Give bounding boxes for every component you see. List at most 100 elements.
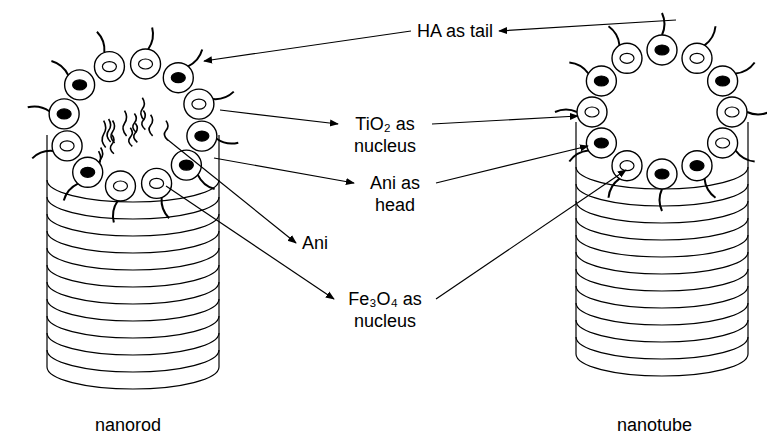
- fe3o4-nucleus: [620, 53, 634, 63]
- ani-head: [647, 35, 677, 65]
- ani-head: [586, 66, 616, 96]
- ani-head: [94, 52, 124, 82]
- ha-tail: [148, 28, 153, 50]
- tio2-nucleus: [655, 169, 669, 179]
- stack-ring: [576, 201, 748, 223]
- stack-ring: [576, 320, 748, 342]
- stack-ring: [47, 231, 219, 253]
- ani-strand: [149, 115, 153, 136]
- leader-line: [436, 170, 626, 299]
- tio2-nucleus: [716, 76, 730, 86]
- ha-tail: [97, 32, 105, 53]
- ani-head: [131, 49, 161, 79]
- leader-line: [220, 110, 338, 124]
- fe3o4-nucleus: [150, 178, 164, 188]
- fe3o4-nucleus: [102, 62, 116, 72]
- stack-ring: [47, 282, 219, 304]
- ani-strand: [123, 111, 127, 136]
- ani-head: [708, 128, 738, 158]
- part-label: Fe₃O₄ as nucleus: [340, 288, 430, 332]
- fe3o4-nucleus: [60, 141, 74, 151]
- ha-tail: [217, 139, 239, 144]
- tio2-nucleus: [57, 109, 71, 119]
- stack-ring: [47, 248, 219, 270]
- ani-head: [73, 157, 103, 187]
- ani-head: [163, 63, 193, 93]
- ani-strand: [107, 119, 111, 142]
- stack-ring: [47, 214, 219, 236]
- tio2-nucleus: [594, 76, 608, 86]
- ani-head: [52, 131, 82, 161]
- fe3o4-nucleus: [690, 53, 704, 63]
- top-face: [47, 47, 219, 203]
- fe3o4-nucleus: [585, 107, 599, 117]
- stack-ring: [47, 333, 219, 355]
- ani-head: [577, 97, 607, 127]
- ha-tail: [32, 151, 53, 159]
- ani-head: [586, 128, 616, 158]
- stack-ring: [576, 218, 748, 240]
- ha-tail: [736, 63, 755, 74]
- tio2-nucleus: [690, 161, 704, 171]
- ani-head: [105, 171, 135, 201]
- ani-head: [682, 43, 712, 73]
- stack-ring: [47, 197, 219, 219]
- ani-strand: [141, 98, 145, 120]
- ani-head: [65, 70, 95, 100]
- stack-ring: [576, 303, 748, 325]
- fe3o4-nucleus: [620, 161, 634, 171]
- ha-tail: [198, 175, 215, 189]
- ani-strand: [164, 121, 168, 141]
- nanotube-figure: [555, 13, 767, 376]
- ha-tail: [662, 13, 665, 35]
- fe3o4-nucleus: [192, 99, 206, 109]
- stack-ring: [47, 265, 219, 287]
- ha-tail: [51, 61, 68, 75]
- leader-line: [168, 140, 296, 243]
- tio2-nucleus: [594, 138, 608, 148]
- stack-ring: [576, 286, 748, 308]
- stack-ring: [47, 367, 219, 389]
- tio2-nucleus: [179, 160, 193, 170]
- stack-ring: [576, 354, 748, 376]
- ha-tail: [188, 50, 202, 67]
- top-face: [576, 34, 748, 190]
- ha-tail: [747, 112, 767, 115]
- ani-head: [717, 97, 747, 127]
- tio2-nucleus: [81, 167, 95, 177]
- leader-line: [432, 116, 578, 124]
- ani-head: [682, 151, 712, 181]
- ani-strand: [129, 128, 133, 147]
- ha-tail: [609, 26, 620, 45]
- ha-tail: [162, 197, 170, 218]
- ha-tail: [555, 110, 577, 113]
- ani-strand: [110, 135, 114, 154]
- ha-tail: [64, 184, 78, 201]
- structure-caption: nanorod: [95, 414, 161, 436]
- ani-head: [612, 43, 642, 73]
- ha-tail: [113, 201, 118, 223]
- ani-head: [49, 99, 79, 129]
- ani-strand: [102, 121, 106, 148]
- ha-tail: [705, 179, 716, 198]
- tio2-nucleus: [171, 73, 185, 83]
- fe3o4-nucleus: [725, 107, 739, 117]
- fe3o4-nucleus: [716, 138, 730, 148]
- ani-head: [142, 168, 172, 198]
- stack-ring: [47, 316, 219, 338]
- ani-head: [708, 66, 738, 96]
- leader-line: [204, 31, 411, 61]
- part-label: HA as tail: [417, 20, 493, 42]
- tio2-nucleus: [195, 131, 209, 141]
- stack-ring: [576, 235, 748, 257]
- stack-ring: [576, 337, 748, 359]
- ha-tail: [213, 92, 234, 100]
- ha-tail: [569, 63, 588, 74]
- cylinders: [28, 13, 767, 389]
- ani-head: [647, 159, 677, 189]
- part-label: TiO₂ as nucleus: [344, 113, 426, 157]
- ha-tail: [28, 106, 50, 111]
- ani-head: [187, 121, 217, 151]
- leader-line: [214, 158, 354, 183]
